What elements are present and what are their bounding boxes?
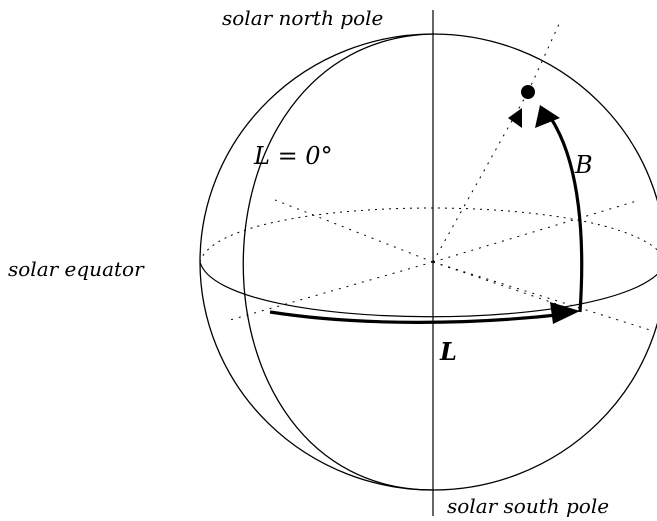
- front-diagonal-left: [229, 261, 434, 321]
- target-point: [521, 85, 535, 99]
- longitude-label: L: [439, 337, 457, 366]
- equator-back: [199, 207, 657, 263]
- radius-to-target-point: [432, 91, 529, 263]
- longitude-arrowhead: [550, 302, 580, 324]
- latitude-arc: [550, 119, 584, 313]
- front-diagonal-right: [432, 261, 651, 331]
- zero-meridian-line: [242, 33, 434, 491]
- equator-label: solar equator: [8, 257, 145, 281]
- latitude-label: B: [574, 151, 593, 179]
- sphere-outline: [199, 33, 657, 491]
- back-diagonal-right: [432, 199, 641, 263]
- point-marker-arrow: [508, 108, 522, 128]
- equator-front: [199, 261, 657, 318]
- zero-meridian-label: L = 0°: [253, 142, 333, 170]
- south-pole-label: solar south pole: [447, 494, 609, 518]
- longitude-arc: [269, 310, 567, 324]
- radius-extension: [527, 21, 561, 93]
- back-diagonal-left: [274, 199, 434, 263]
- north-pole-label: solar north pole: [222, 6, 383, 30]
- latitude-arrowhead: [535, 105, 560, 128]
